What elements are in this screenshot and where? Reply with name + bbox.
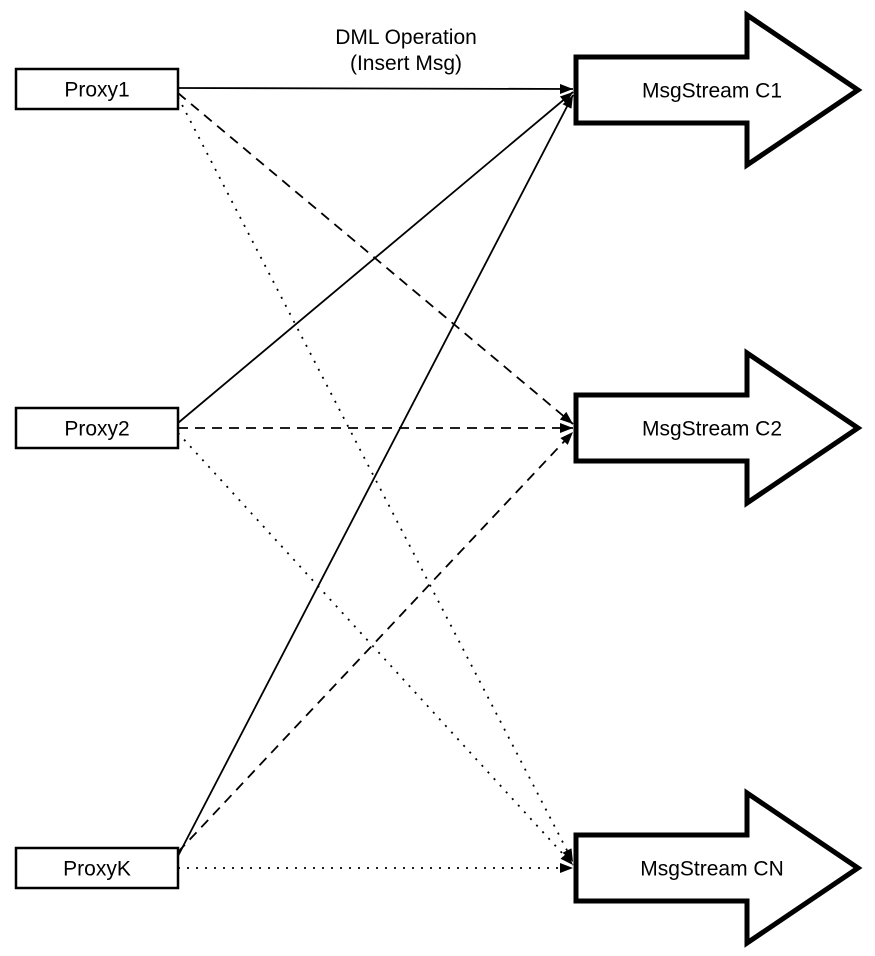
msgstream-cn-label: MsgStream CN: [640, 858, 784, 881]
edge-proxy1-to-cn-dotted: [177, 96, 574, 863]
msgstream-c1-arrow: [573, 10, 863, 170]
proxy2-box: [14, 406, 180, 450]
annotation-line2: (Insert Msg): [350, 52, 462, 75]
proxyk-label: ProxyK: [63, 858, 131, 881]
annotation-line1: DML Operation: [335, 26, 477, 49]
proxy1-box: [14, 67, 180, 111]
edge-proxy1-to-c1-solid: [177, 83, 574, 94]
proxy2-label: Proxy2: [64, 418, 129, 441]
edge-proxy1-to-c2-dashed: [177, 92, 574, 425]
msgstream-c1-label: MsgStream C1: [642, 80, 782, 103]
edge-proxyk-to-c2-dashed: [177, 431, 574, 853]
proxy1-label: Proxy1: [64, 79, 129, 102]
proxyk-box: [14, 846, 180, 890]
msgstream-c2-label: MsgStream C2: [642, 418, 782, 441]
edge-proxyk-to-c1-solid: [177, 94, 574, 857]
msgstream-cn-arrow: [573, 788, 863, 948]
msgstream-c2-arrow: [573, 348, 863, 508]
edge-proxy2-to-cn-dotted: [177, 432, 574, 866]
